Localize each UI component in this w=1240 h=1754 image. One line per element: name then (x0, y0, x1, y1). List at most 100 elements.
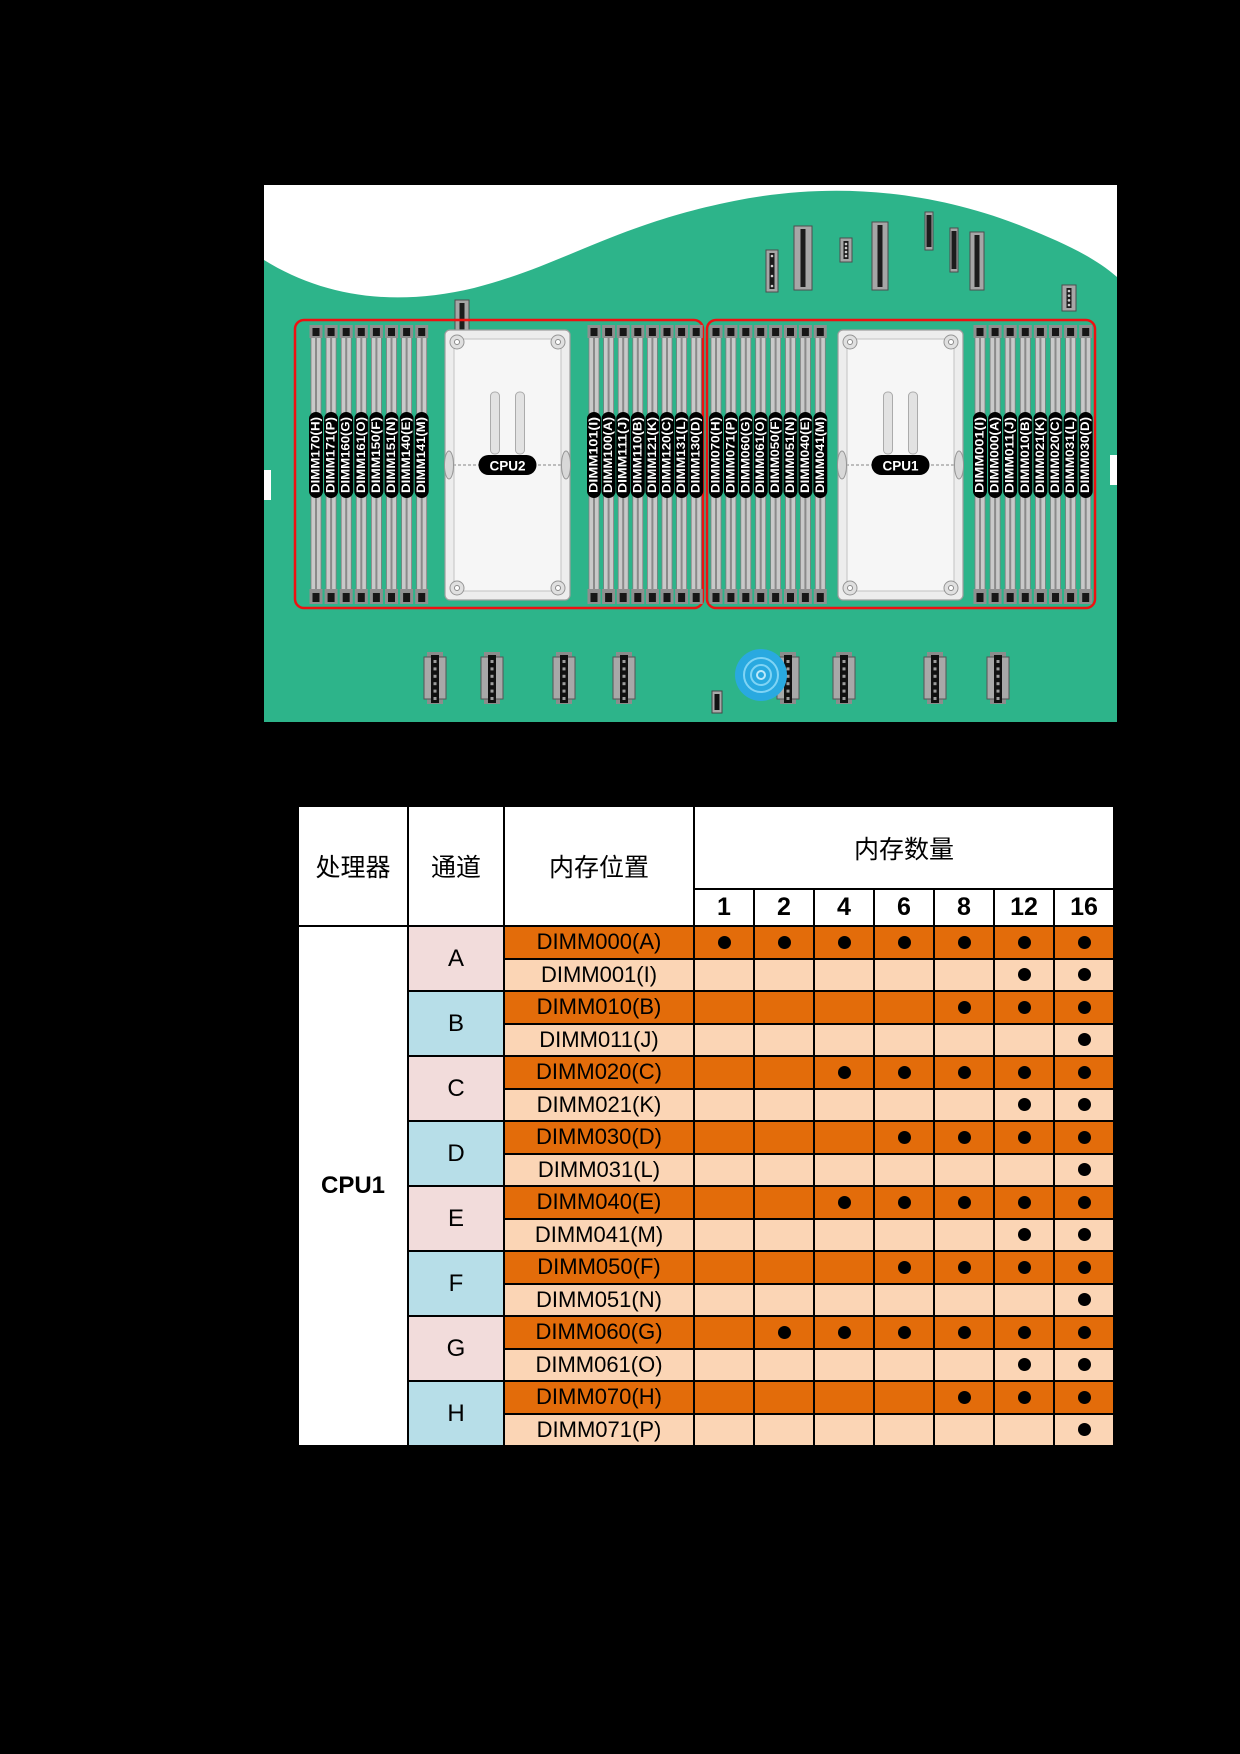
dimm-slot: DIMM070(H) (709, 325, 723, 604)
dimm-position-cell: DIMM031(L) (503, 1152, 695, 1187)
connector (612, 652, 636, 704)
quantity-cell-2 (753, 1315, 815, 1350)
quantity-cell-8 (933, 1022, 995, 1057)
dimm-slot-label: DIMM160(G) (341, 417, 353, 493)
dimm-slot: DIMM151(N) (384, 325, 399, 604)
quantity-cell-8 (933, 1282, 995, 1317)
quantity-cell-12 (993, 925, 1055, 960)
quantity-cell-1 (693, 925, 755, 960)
quantity-cell-16 (1053, 925, 1115, 960)
quantity-cell-8 (933, 1380, 995, 1415)
quantity-cell-4 (813, 1380, 875, 1415)
quantity-cell-6 (873, 1315, 935, 1350)
dimm-slot: DIMM050(F) (768, 325, 783, 604)
population-dot (1017, 1065, 1031, 1079)
memory-table-row: DIMM061(O) (298, 1347, 1115, 1382)
quantity-cell-12 (993, 1185, 1055, 1220)
quantity-cell-4 (813, 1217, 875, 1252)
quantity-cell-6 (873, 1022, 935, 1057)
dimm-slot: DIMM031(L) (1063, 325, 1078, 604)
connector (839, 237, 853, 263)
population-dot (897, 1195, 911, 1209)
quantity-cell-6 (873, 1380, 935, 1415)
quantity-cell-6 (873, 925, 935, 960)
dimm-slot: DIMM020(C) (1048, 325, 1063, 604)
connector (969, 231, 985, 291)
quantity-cell-1 (693, 1185, 755, 1220)
memory-table-row: DIMM041(M) (298, 1217, 1115, 1252)
quantity-cell-8 (933, 1152, 995, 1187)
population-dot (897, 935, 911, 949)
header-channel: 通道 (407, 805, 505, 927)
quantity-cell-16 (1053, 1380, 1115, 1415)
memory-table-row: DIMM001(I) (298, 957, 1115, 992)
dimm-position-cell: DIMM030(D) (503, 1120, 695, 1155)
dimm-slot: DIMM101(I) (587, 325, 601, 604)
qty-col-2: 2 (753, 888, 815, 927)
dimm-slot-label: DIMM120(C) (662, 417, 674, 493)
dimm-position-cell: DIMM001(I) (503, 957, 695, 992)
dimm-position-cell: DIMM051(N) (503, 1282, 695, 1317)
quantity-cell-1 (693, 1380, 755, 1415)
quantity-cell-1 (693, 1120, 755, 1155)
memory-table-row: DIMM051(N) (298, 1282, 1115, 1317)
dimm-position-cell: DIMM060(G) (503, 1315, 695, 1350)
dimm-slot: DIMM170(H) (309, 325, 323, 604)
dimm-slot: DIMM041(M) (813, 325, 828, 604)
quantity-cell-6 (873, 1055, 935, 1090)
quantity-cell-1 (693, 957, 755, 992)
quantity-cell-2 (753, 1282, 815, 1317)
quantity-cell-6 (873, 1185, 935, 1220)
population-dot (897, 1260, 911, 1274)
dimm-slot-label: DIMM141(M) (416, 417, 428, 493)
quantity-cell-4 (813, 1412, 875, 1447)
dimm-slot: DIMM160(G) (339, 325, 354, 604)
cpu-label: CPU2 (489, 459, 525, 474)
quantity-cell-4 (813, 1120, 875, 1155)
quantity-cell-2 (753, 957, 815, 992)
memory-table-row: DIMM011(J) (298, 1022, 1115, 1057)
battery (735, 649, 787, 701)
dimm-region-outline (705, 318, 1097, 610)
quantity-cell-4 (813, 1087, 875, 1122)
dimm-slot-label: DIMM171(P) (326, 417, 338, 493)
quantity-cell-2 (753, 1185, 815, 1220)
memory-table-row: DIMM071(P) (298, 1412, 1115, 1447)
quantity-cell-8 (933, 1250, 995, 1285)
dimm-slot-label: DIMM060(G) (740, 417, 752, 493)
quantity-cell-16 (1053, 1217, 1115, 1252)
dimm-slot-label: DIMM101(I) (589, 417, 601, 493)
quantity-cell-1 (693, 1412, 755, 1447)
dimm-slot: DIMM011(J) (1003, 325, 1018, 604)
quantity-cell-8 (933, 1087, 995, 1122)
quantity-cell-2 (753, 990, 815, 1025)
population-dot (1077, 1390, 1091, 1404)
qty-col-8: 8 (933, 888, 995, 927)
quantity-cell-16 (1053, 1347, 1115, 1382)
quantity-cell-2 (753, 1055, 815, 1090)
quantity-cell-16 (1053, 1412, 1115, 1447)
quantity-cell-12 (993, 990, 1055, 1025)
quantity-cell-4 (813, 925, 875, 960)
channel-cell: G (407, 1315, 505, 1382)
quantity-cell-4 (813, 1250, 875, 1285)
population-dot (1017, 1000, 1031, 1014)
quantity-cell-16 (1053, 1282, 1115, 1317)
quantity-cell-6 (873, 957, 935, 992)
memory-table-row: DIMM031(L) (298, 1152, 1115, 1187)
connector (423, 652, 447, 704)
quantity-cell-12 (993, 1250, 1055, 1285)
board-edge-notch (1110, 455, 1117, 485)
quantity-cell-16 (1053, 990, 1115, 1025)
quantity-cell-12 (993, 1055, 1055, 1090)
dimm-slot-label: DIMM021(K) (1035, 417, 1047, 493)
quantity-cell-12 (993, 1022, 1055, 1057)
dimm-slot-label: DIMM051(N) (785, 417, 797, 493)
dimm-slot-label: DIMM140(E) (401, 417, 413, 493)
dimm-slot: DIMM110(B) (630, 325, 645, 604)
connector (923, 652, 947, 704)
population-dot (897, 1325, 911, 1339)
dimm-position-cell: DIMM020(C) (503, 1055, 695, 1090)
